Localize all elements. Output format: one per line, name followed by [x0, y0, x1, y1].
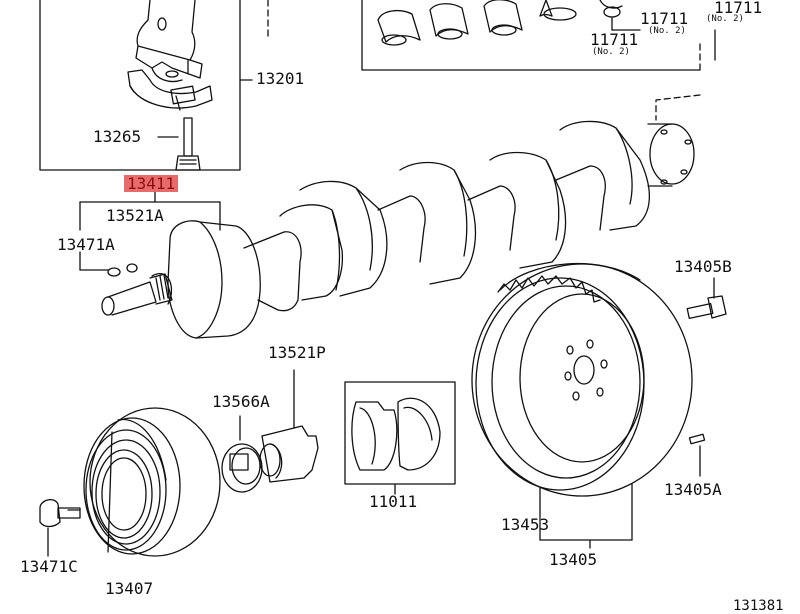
label-13453[interactable]: 13453	[501, 515, 550, 534]
label-11711-middle[interactable]: 11711	[640, 9, 689, 28]
crankshaft-bracket	[80, 202, 220, 270]
label-13471c[interactable]: 13471C	[20, 557, 78, 576]
bearing-box	[362, 0, 700, 70]
label-11011[interactable]: 11011	[369, 492, 418, 511]
label-13405a[interactable]: 13405A	[664, 480, 722, 499]
flywheel	[472, 264, 692, 548]
flywheel-pin	[689, 434, 704, 476]
crank-angle-plate	[222, 416, 262, 492]
label-13471a[interactable]: 13471A	[57, 235, 115, 254]
diagram-reference-number: 131381	[733, 598, 784, 614]
crankshaft	[102, 121, 694, 338]
rod-bolt	[158, 118, 200, 170]
label-13405[interactable]: 13405	[549, 550, 598, 569]
crank-timing-gear	[260, 370, 318, 482]
thrust-washer-box	[345, 382, 455, 494]
label-13201[interactable]: 13201	[256, 69, 305, 88]
note-11711-middle: (No. 2)	[648, 26, 686, 36]
label-13566a[interactable]: 13566A	[212, 392, 270, 411]
label-13411-highlighted[interactable]: 13411	[124, 175, 179, 192]
pulley-bolt	[40, 500, 80, 556]
connecting-rod	[128, 0, 212, 110]
label-13521p[interactable]: 13521P	[268, 343, 326, 362]
bearing-shells	[378, 0, 640, 45]
flywheel-bolt	[687, 278, 726, 318]
label-13521a[interactable]: 13521A	[106, 206, 164, 225]
note-11711-top-right: (No. 2)	[706, 14, 744, 24]
label-13407[interactable]: 13407	[105, 579, 154, 598]
label-13265[interactable]: 13265	[93, 127, 142, 146]
note-11711-lower: (No. 2)	[592, 47, 630, 57]
crank-pulley	[68, 408, 220, 556]
label-11711-lower[interactable]: 11711	[590, 30, 639, 49]
label-11711-top-right[interactable]: 11711	[714, 0, 763, 17]
connecting-rod-box	[40, 0, 268, 170]
label-13405b[interactable]: 13405B	[674, 257, 732, 276]
